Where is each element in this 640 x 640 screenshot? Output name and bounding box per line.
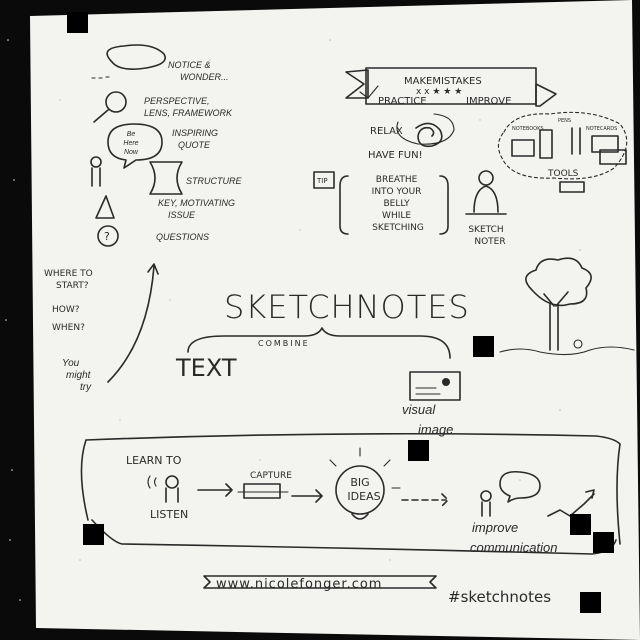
arrow-2 <box>291 489 323 503</box>
communicator-icon <box>480 470 541 517</box>
tree-icon <box>499 257 635 356</box>
arrow-up <box>107 263 159 383</box>
structure-icon <box>149 161 183 195</box>
lightbulb-icon <box>329 447 401 520</box>
notice-label: NOTICE &WONDER... <box>168 60 229 82</box>
scroll-frame <box>80 432 621 555</box>
brace-right <box>439 175 449 235</box>
magnifier-icon <box>93 91 127 123</box>
banner-text: MAKEMISTAKES PRACTICE IMPROVE <box>378 76 511 107</box>
speech-bubble-icon <box>107 123 163 169</box>
relax-label: RELAX <box>370 126 403 137</box>
redaction-square <box>580 592 601 613</box>
listener-icon <box>147 475 179 503</box>
when-label: WHEN? <box>52 323 85 333</box>
tools-cloud <box>497 111 628 180</box>
banner-marks: x x ★ ★ ★ <box>416 87 462 97</box>
capture-label: CAPTURE <box>250 471 292 481</box>
meditating-person-icon <box>465 170 507 215</box>
banner-ribbon <box>345 67 557 107</box>
how-label: HOW? <box>52 305 80 315</box>
tip-note <box>313 171 335 189</box>
footer-url: www.nicolefonger.com <box>216 577 382 592</box>
capture-icon <box>237 483 289 499</box>
combine-brace <box>187 327 451 359</box>
person-icon <box>90 156 102 187</box>
brace-left <box>339 175 349 235</box>
tool-labels: NOTEBOOKS PENS NOTECARDS <box>512 118 617 132</box>
perspective-label: PERSPECTIVE,LENS, FRAMEWORK <box>144 96 233 118</box>
redaction-square <box>67 12 88 33</box>
question-icon: ? <box>97 225 119 247</box>
redaction-square <box>593 532 614 553</box>
toolbox-icon <box>559 181 585 193</box>
notice-icon <box>91 44 166 79</box>
url-banner <box>203 575 437 589</box>
structure-label: STRUCTURE <box>186 176 242 186</box>
redaction-square <box>473 336 494 357</box>
image-icon <box>409 371 461 401</box>
footer-hashtag: #sketchnotes <box>448 588 551 606</box>
tools-label: TOOLS <box>547 169 579 179</box>
arrow-1 <box>197 483 233 497</box>
tip-label: TIP <box>316 177 328 185</box>
arrow-3 <box>401 493 449 507</box>
havefun-label: HAVE FUN! <box>368 150 423 161</box>
svg-text:?: ? <box>104 230 110 243</box>
redaction-square <box>570 514 591 535</box>
redaction-square <box>83 524 104 545</box>
spiral-icon <box>396 113 455 148</box>
warning-icon <box>95 195 115 219</box>
text-label: TEXT <box>175 354 237 382</box>
paper-sheet <box>30 0 640 640</box>
sketchnotes-title: SKETCHNOTES <box>224 288 470 326</box>
questions-label: QUESTIONS <box>156 232 209 242</box>
redaction-square <box>408 440 429 461</box>
edge-stars <box>5 39 21 601</box>
breathe-text: BREATHE INTO YOUR BELLY WHILE SKETCHING <box>372 175 425 233</box>
combine-label: COMBINE <box>258 339 310 348</box>
